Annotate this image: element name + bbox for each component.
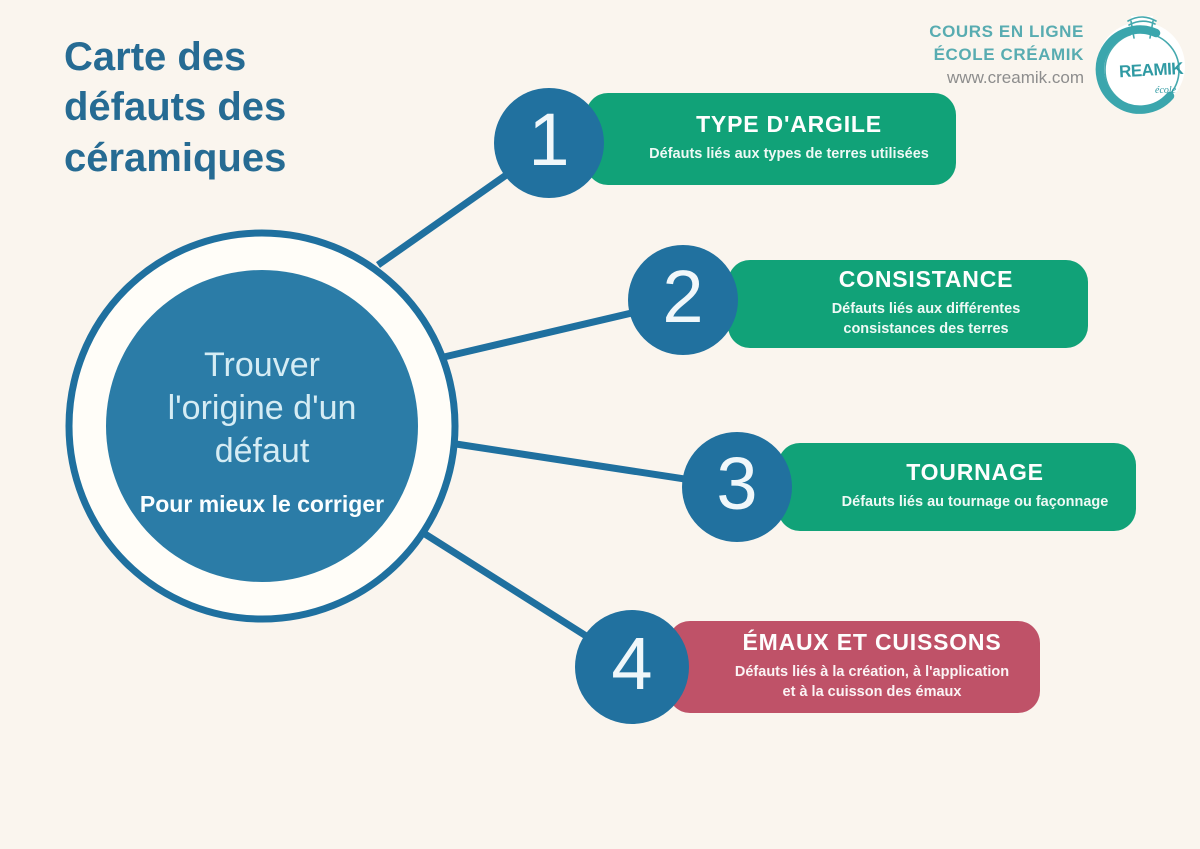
page-title: Carte des défauts des céramiques xyxy=(64,35,287,180)
step-3-description: Défauts liés au tournage ou façonnage xyxy=(841,494,1109,511)
creamik-logo: REAMIK école xyxy=(1092,8,1188,114)
step-1-circle: 1 xyxy=(494,88,604,198)
step-1-number: 1 xyxy=(528,98,570,181)
step-4-number: 4 xyxy=(611,622,653,705)
center-label: Trouver l'origine d'un défaut Pour mieux… xyxy=(112,344,412,518)
logo-wordmark: REAMIK xyxy=(1119,59,1185,81)
step-2-circle: 2 xyxy=(628,245,738,355)
step-3-circle: 3 xyxy=(682,432,792,542)
step-4-title: ÉMAUX ET CUISSONS xyxy=(742,629,1002,656)
center-disc xyxy=(106,270,418,582)
step-3-number: 3 xyxy=(716,442,758,525)
step-4-circle: 4 xyxy=(575,610,689,724)
step-1-description: Défauts liés aux types de terres utilisé… xyxy=(649,146,929,163)
brand-line-ecole: ÉCOLE CRÉAMIK xyxy=(933,45,1084,64)
step-3-badge-tournage: TOURNAGE Défauts liés au tournage ou faç… xyxy=(778,443,1136,531)
step-4-badge-emaux-cuissons: ÉMAUX ET CUISSONS Défauts liés à la créa… xyxy=(668,621,1040,713)
step-2-number: 2 xyxy=(662,255,704,338)
brand-line-cours: COURS EN LIGNE xyxy=(929,22,1084,41)
logo-sub-label: école xyxy=(1155,85,1177,96)
step-1-title: TYPE D'ARGILE xyxy=(696,111,882,138)
logo-c-arc xyxy=(1095,25,1175,114)
step-2-badge-consistance: CONSISTANCE Défauts liés aux différentes… xyxy=(728,260,1088,348)
step-2-description: Défauts liés aux différentes consistance… xyxy=(831,301,1021,337)
center-subtitle: Pour mieux le corriger xyxy=(139,490,385,517)
step-3-title: TOURNAGE xyxy=(906,459,1044,486)
center-title: Trouver l'origine d'un défaut xyxy=(167,346,357,471)
logo-vase-lip xyxy=(1127,16,1157,26)
brand-block: COURS EN LIGNE ÉCOLE CRÉAMIK www.creamik… xyxy=(929,8,1188,114)
brand-url: www.creamik.com xyxy=(947,68,1084,87)
step-2-title: CONSISTANCE xyxy=(838,266,1014,293)
brand-lines: COURS EN LIGNE ÉCOLE CRÉAMIK www.creamik… xyxy=(929,20,1084,90)
step-1-badge-type-argile: TYPE D'ARGILE Défauts liés aux types de … xyxy=(586,93,956,185)
step-4-description: Défauts liés à la création, à l'applicat… xyxy=(734,664,1010,700)
